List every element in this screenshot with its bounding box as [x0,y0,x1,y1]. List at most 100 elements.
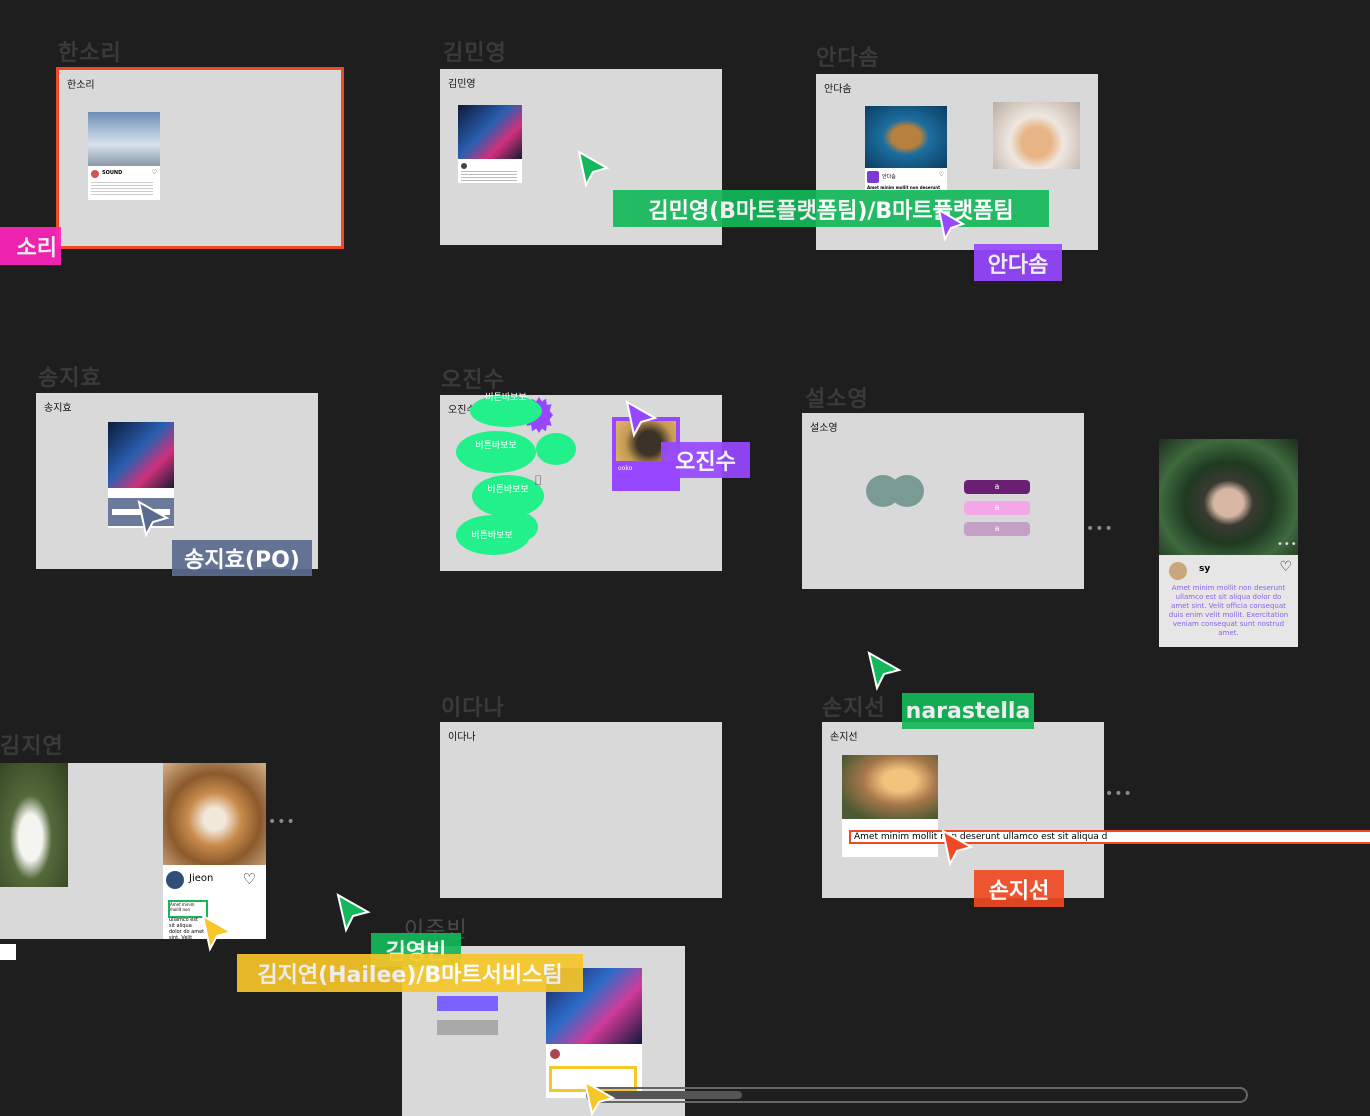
user-tag-kimminyoung: 김민영(B마트플랫폼팀)/B마트플랫폼팀 [613,190,1049,227]
gray-button[interactable] [437,1020,498,1035]
post-card-duck[interactable]: ooko [612,417,680,491]
more-dots-icon[interactable]: ••• [1105,786,1133,802]
bubble-button[interactable] [456,431,536,473]
post-username: sy [1199,564,1211,574]
cursor-arrow-icon [625,400,658,438]
avatar [91,170,99,178]
post-text-lines [461,171,517,181]
bubble-label: 버튼바보보 [487,485,529,495]
mountain-photo [88,112,160,166]
button-a-pink[interactable]: a [964,501,1030,515]
user-tag-narastella: narastella [902,693,1034,729]
cursor-arrow-icon [941,829,974,867]
frame-idana[interactable]: 이다나 [440,722,722,898]
post-caption: Amet minim mollit non deserunt [867,185,941,190]
post-username: SOUND [102,170,123,176]
circle-shape [890,475,924,507]
turtle-photo [865,106,947,168]
frame-hansori[interactable]: 한소리 SOUND ♡ [56,67,344,249]
frame-title-andasom: 안다솜 [816,46,880,71]
heart-icon[interactable]: ♡ [1279,559,1292,575]
bubble-button[interactable] [536,433,576,465]
more-dots-icon[interactable]: ••• [1277,539,1298,550]
more-dots-icon[interactable]: ••• [268,814,296,830]
user-tag-sonjiseon: 손지선 [974,870,1064,907]
small-white-box [0,944,16,960]
heart-icon[interactable]: ♡ [938,171,944,178]
cursor-arrow-icon [137,500,170,538]
text-box-selected[interactable]: Amet minim mollit non deserunt ullamco e… [849,830,1370,844]
more-dots-icon[interactable]: ••• [1086,521,1114,537]
frame-label: 한소리 [67,80,95,91]
heart-icon[interactable]: ♡ [242,870,256,888]
dog-photo [163,763,266,865]
frame-label: 송지효 [44,403,72,414]
frame-title-kimminyoung: 김민영 [443,41,507,66]
frame-label: 손지선 [830,732,858,743]
cursor-arrow-icon [937,208,966,242]
camera-icon[interactable]: ⌷ [534,473,543,489]
button-a-mauve[interactable]: a [964,522,1030,536]
avatar [867,171,879,183]
frame-sonjiseon[interactable]: 손지선 [822,722,1104,898]
scrollbar-thumb[interactable] [592,1091,742,1099]
text-content: Amet minim mollit non deserunt ullamco e… [854,832,1108,842]
frame-title-hansori: 한소리 [58,41,122,66]
user-tag-ojinsu: 오진수 [661,442,750,478]
landscape-photo [842,755,938,819]
city-night-photo [108,422,174,488]
portrait-photo [1159,439,1298,555]
bubble-label: 버튼바보보 [485,393,527,403]
post-text: Amet minim mollit non deserunt ullamco e… [1168,584,1289,637]
user-tag-songjihyo: 송지효(PO) [172,540,312,576]
post-card-jieon[interactable]: Jieon ♡ Amet minim mollit non ullamco es… [163,763,266,939]
post-card[interactable] [842,755,938,857]
avatar [550,1049,560,1059]
frame-title-songjihyo: 송지효 [38,366,102,391]
cursor-arrow-icon [201,914,234,952]
frame-title-sonjiseon: 손지선 [822,696,886,721]
frame-label: 이다나 [448,732,476,743]
post-username: 안다솜 [882,174,896,180]
frame-title-kimjiyeon: 김지연 [0,734,64,759]
frame-kimjiyeon[interactable]: Jieon ♡ Amet minim mollit non ullamco es… [0,763,266,939]
cursor-arrow-icon [867,651,902,691]
cursor-arrow-icon [336,893,371,933]
bubble-label: 버튼바보보 [471,531,513,541]
post-card[interactable]: 안다솜 ♡ Amet minim mollit non deserunt [865,106,947,192]
city-night-photo [458,105,522,159]
bubble-button[interactable] [470,395,542,427]
user-tag-sori: 소리 [0,227,61,265]
frame-ojinsu[interactable]: 오진수 버튼바보보 버튼바보보 버튼바보보 버튼바보보 ⌷ ooko [440,393,722,571]
post-card-sy[interactable]: ••• sy ♡ Amet minim mollit non deserunt … [1159,439,1298,647]
frame-label: 김민영 [448,79,476,90]
avatar [166,871,184,889]
post-text: ullamco est sit aliqua dolor do amet sin… [169,917,205,939]
post-card[interactable] [546,968,642,1098]
bubble-button[interactable] [504,513,538,541]
bubble-button[interactable] [472,475,544,517]
frame-label: 안다솜 [824,84,852,95]
text-box-highlight[interactable]: Amet minim mollit non [168,900,208,918]
frame-label: 설소영 [810,423,838,434]
frame-label: 오진수 [448,405,476,416]
bubble-label: 버튼바보보 [475,441,517,451]
avatar [1169,562,1187,580]
button-a-dark[interactable]: a [964,480,1030,494]
post-card[interactable] [458,105,522,183]
post-username: Jieon [189,873,214,884]
frame-title-ojinsu: 오진수 [441,368,505,393]
post-username: ooko [618,465,633,472]
user-tag-kimjiyeon: 김지연(Hailee)/B마트서비스팀 [237,954,583,992]
cursor-arrow-icon [583,1080,616,1116]
purple-button[interactable] [437,996,498,1011]
post-text-lines [91,182,153,196]
horizontal-scrollbar[interactable] [586,1087,1248,1103]
post-card[interactable]: SOUND ♡ [88,112,160,200]
heart-icon[interactable]: ♡ [151,169,157,176]
user-tag-andasom: 안다솜 [974,244,1062,281]
rabbit-photo [0,763,68,887]
frame-title-seolsoyoung: 설소영 [805,387,869,412]
frame-seolsoyoung[interactable]: 설소영 a a a [802,413,1084,589]
cursor-arrow-icon [577,150,610,188]
